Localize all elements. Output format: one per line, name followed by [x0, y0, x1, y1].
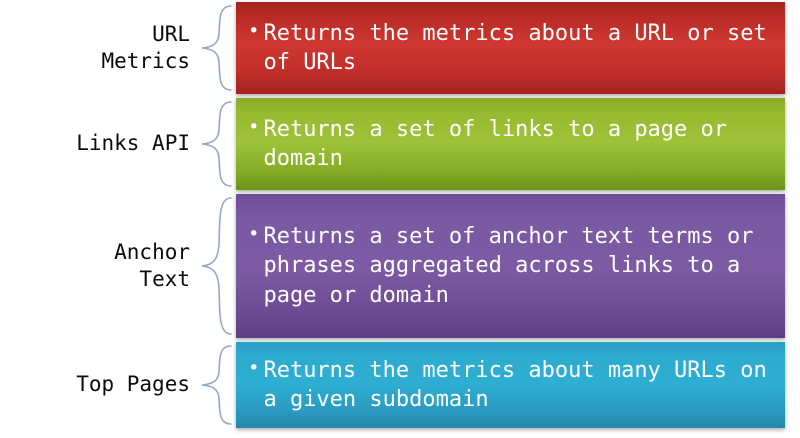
content-box-url-metrics[interactable]: • Returns the metrics about a URL or set… [236, 2, 785, 94]
category-label-links-api: Links API [0, 98, 196, 190]
content-box-text: Returns a set of links to a page or doma… [263, 116, 728, 171]
box-cell-links-api: • Returns a set of links to a page or do… [236, 98, 800, 190]
curly-brace-icon-url-metrics [196, 2, 236, 94]
row-links-api: Links API • Returns a set of links to a … [0, 98, 800, 190]
curly-brace-icon-links-api [196, 98, 236, 190]
content-box-text: Returns the metrics about many URLs on a… [263, 357, 767, 412]
bullet-icon: • [248, 356, 260, 379]
content-box-text: Returns a set of anchor text terms or ph… [263, 223, 754, 308]
box-cell-top-pages: • Returns the metrics about many URLs on… [236, 342, 800, 428]
row-top-pages: Top Pages • Returns the metrics about ma… [0, 342, 800, 428]
category-label-text: Anchor Text [114, 239, 190, 291]
box-cell-url-metrics: • Returns the metrics about a URL or set… [236, 2, 800, 94]
bullet-icon: • [248, 19, 260, 42]
category-label-top-pages: Top Pages [0, 342, 196, 428]
category-label-url-metrics: URL Metrics [0, 2, 196, 94]
content-box-text: Returns the metrics about a URL or set o… [263, 20, 767, 75]
content-box-links-api[interactable]: • Returns a set of links to a page or do… [236, 98, 785, 190]
category-label-text: Top Pages [76, 372, 190, 397]
content-box-anchor-text[interactable]: • Returns a set of anchor text terms or … [236, 194, 785, 338]
row-url-metrics: URL Metrics • Returns the metrics about … [0, 2, 800, 94]
content-box-top-pages[interactable]: • Returns the metrics about many URLs on… [236, 342, 785, 428]
bullet-icon: • [248, 222, 260, 245]
curly-brace-icon-anchor-text [196, 194, 236, 338]
row-anchor-text: Anchor Text • Returns a set of anchor te… [0, 194, 800, 338]
category-label-anchor-text: Anchor Text [0, 194, 196, 338]
box-cell-anchor-text: • Returns a set of anchor text terms or … [236, 194, 800, 338]
bullet-icon: • [248, 115, 260, 138]
category-label-text: URL Metrics [101, 21, 190, 73]
curly-brace-icon-top-pages [196, 342, 236, 428]
category-label-text: Links API [76, 131, 190, 156]
